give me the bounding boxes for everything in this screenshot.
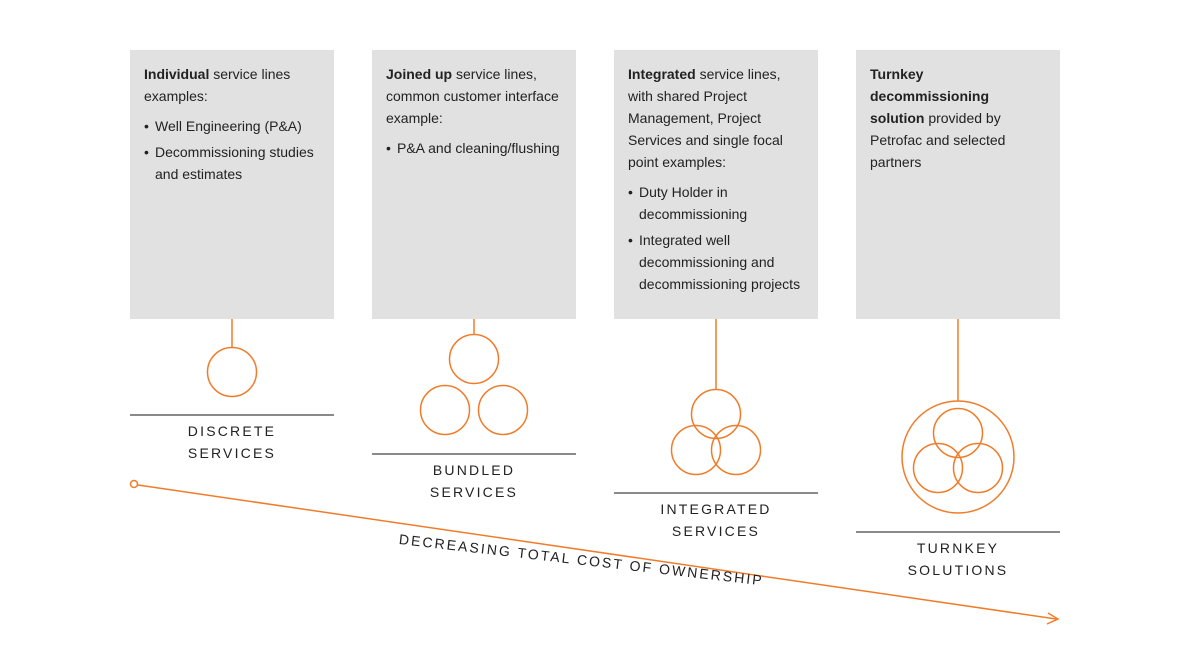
stage-label-line: SERVICES — [671, 523, 761, 539]
stage-box-integrated: Integrated service lines, with shared Pr… — [614, 50, 818, 319]
stage-label-line: SERVICES — [429, 484, 519, 500]
stage-lead-bold: Integrated — [628, 66, 696, 82]
stage-lead-text: provided by Petrofac and selected partne… — [870, 110, 1006, 170]
stage-lead-text: service lines examples: — [144, 66, 291, 104]
stage-label-integrated: INTEGRATED SERVICES — [614, 498, 818, 542]
list-item: Duty Holder in decommissioning — [628, 181, 804, 225]
list-item: P&A and cleaning/flushing — [386, 137, 562, 159]
stage-label-turnkey: TURNKEY SOLUTIONS — [856, 537, 1060, 581]
stage-lead-bold: Joined up — [386, 66, 453, 82]
stage-lead-bold: Individual — [144, 66, 210, 82]
stage-label-bundled: BUNDLED SERVICES — [372, 459, 576, 503]
arrow-start-dot — [129, 479, 139, 489]
stage-label-line: INTEGRATED — [660, 501, 772, 517]
example-list: P&A and cleaning/flushing — [386, 137, 562, 159]
list-item: Well Engineering (P&A) — [144, 115, 320, 137]
stage-lead-text: service lines, common customer interface… — [386, 66, 559, 126]
stage-box-turnkey: Turnkey decommissioning solution provide… — [856, 50, 1060, 319]
stage-label-line: DISCRETE — [187, 423, 277, 439]
stage-description: Joined up service lines, common customer… — [386, 63, 562, 129]
example-list: Well Engineering (P&A) Decommissioning s… — [144, 115, 320, 185]
stage-label-line: TURNKEY — [916, 540, 1000, 556]
stage-label-line: BUNDLED — [432, 462, 516, 478]
stage-description: Turnkey decommissioning solution provide… — [870, 63, 1046, 173]
three-separate-circles-icon — [419, 333, 529, 436]
list-item: Decommissioning studies and estimates — [144, 141, 320, 185]
stage-lead-text: service lines, with shared Project Manag… — [628, 66, 783, 170]
stage-description: Individual service lines examples: — [144, 63, 320, 107]
cost-arrow-line — [137, 484, 1057, 620]
stage-box-bundled: Joined up service lines, common customer… — [372, 50, 576, 319]
stage-lead-bold: Turnkey decommissioning solution — [870, 66, 990, 126]
three-overlapping-circles-icon — [670, 388, 762, 476]
stage-label-line: SERVICES — [187, 445, 277, 461]
list-item: Integrated well decommissioning and deco… — [628, 229, 804, 295]
stage-description: Integrated service lines, with shared Pr… — [628, 63, 804, 173]
single-circle-icon — [206, 346, 258, 398]
stage-box-discrete: Individual service lines examples: Well … — [130, 50, 334, 319]
stage-label-line: SOLUTIONS — [907, 562, 1009, 578]
stage-label-discrete: DISCRETE SERVICES — [130, 420, 334, 464]
arrow-head-icon — [1046, 612, 1060, 625]
enclosed-overlapping-circles-icon — [901, 400, 1015, 514]
example-list: Duty Holder in decommissioning Integrate… — [628, 181, 804, 295]
